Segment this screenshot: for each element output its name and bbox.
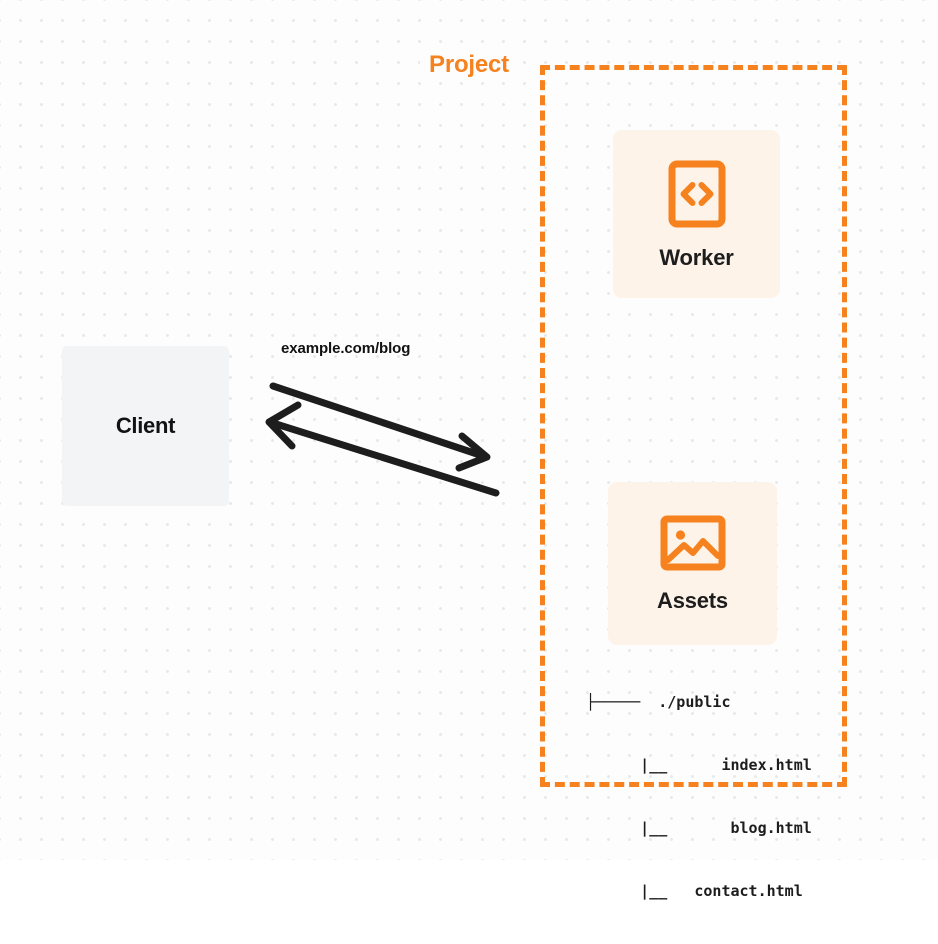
connection-label: example.com/blog <box>281 340 411 357</box>
project-label: Project <box>420 53 518 77</box>
assets-file-tree: ├───── ./public |__ index.html |__ blog.… <box>586 650 812 944</box>
project-boundary <box>540 65 847 787</box>
file-tree-line: |__ blog.html <box>586 819 812 837</box>
assets-label: Assets <box>657 588 728 613</box>
assets-node[interactable]: Assets <box>608 482 777 645</box>
file-tree-line: |__ index.html <box>586 756 812 774</box>
code-brackets-icon <box>668 160 726 233</box>
inbound-arrow <box>265 401 500 497</box>
client-label: Client <box>115 413 176 438</box>
outbound-arrow <box>269 382 491 472</box>
client-node[interactable]: Client <box>62 346 229 506</box>
image-icon <box>660 515 726 576</box>
worker-label: Worker <box>659 244 734 270</box>
worker-node[interactable]: Worker <box>613 130 780 298</box>
file-tree-line: |__ contact.html <box>586 882 803 900</box>
file-tree-line: ├───── ./public <box>586 693 731 711</box>
diagram-canvas: Project Worker Assets ├───── ./public |_… <box>0 0 938 900</box>
